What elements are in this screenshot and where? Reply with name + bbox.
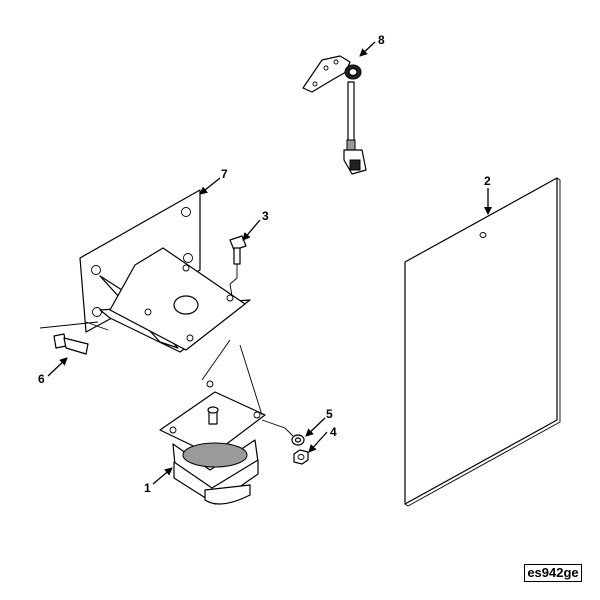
part-4-nut xyxy=(293,449,309,465)
part-8-lamp-arm xyxy=(302,55,367,175)
callout-leaders xyxy=(47,41,492,485)
callout-1: 1 xyxy=(144,481,151,495)
callout-7: 7 xyxy=(221,167,228,181)
callout-4: 4 xyxy=(330,425,337,439)
part-1-shock-mount xyxy=(159,339,266,505)
figure-id-label: es942ge xyxy=(524,564,582,582)
part-3-bolt xyxy=(229,235,247,297)
callout-3: 3 xyxy=(262,209,269,223)
callout-6: 6 xyxy=(38,372,45,386)
part-6-bolt xyxy=(39,321,109,355)
part-7-mounting-bracket xyxy=(79,189,251,353)
callout-8: 8 xyxy=(378,33,385,47)
callout-labels: 1 2 3 4 5 6 7 8 xyxy=(38,33,491,495)
callout-5: 5 xyxy=(326,407,333,421)
part-2-panel xyxy=(404,177,561,507)
part-5-washer xyxy=(261,419,305,446)
callout-2: 2 xyxy=(484,174,491,188)
